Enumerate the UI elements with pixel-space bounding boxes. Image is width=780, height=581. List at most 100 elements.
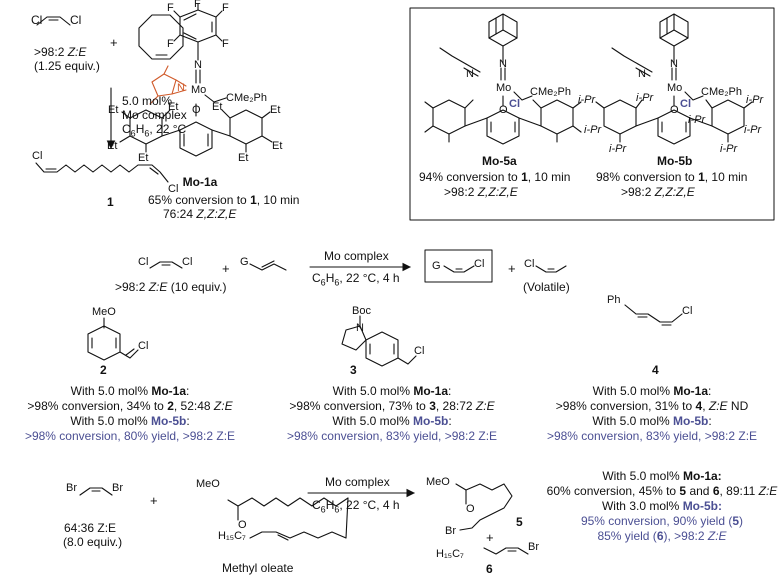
mid-dce-cl-r: Cl bbox=[182, 256, 193, 268]
mo5a-cl: Cl bbox=[509, 98, 520, 110]
bot-cond-1: Mo complex bbox=[325, 475, 390, 489]
ipr-8: i-Pr bbox=[744, 124, 762, 136]
vol-cl: Cl bbox=[524, 258, 535, 270]
cond-solvent: C6H6, 22 °C bbox=[122, 122, 187, 139]
product-2-structure bbox=[87, 317, 139, 361]
mo5b-n: N bbox=[670, 58, 678, 70]
p2-cl: Cl bbox=[138, 340, 149, 352]
oleate-meo: MeO bbox=[196, 478, 220, 490]
mo5a-o: O bbox=[499, 104, 508, 116]
mo1a-structure bbox=[119, 3, 273, 157]
p2-line-3: With 5.0 mol% Mo-5b: bbox=[70, 414, 190, 428]
bot-result-2: 60% conversion, 45% to 5 and 6, 89:11 Z:… bbox=[546, 484, 778, 498]
product-5-structure bbox=[455, 483, 513, 531]
p3-line-1: With 5.0 mol% Mo-1a: bbox=[332, 384, 452, 398]
f-bl: F bbox=[167, 38, 174, 50]
p6-br: Br bbox=[528, 541, 539, 553]
p3-line-2: >98% conversion, 73% to 3, 28:72 Z:E bbox=[289, 399, 495, 413]
p4-line-2: >98% conversion, 31% to 4, Z:E ND bbox=[555, 399, 749, 413]
mo5a-structure bbox=[424, 13, 582, 145]
volatile-label: (Volatile) bbox=[523, 280, 570, 294]
cond-loading: 5.0 mol% bbox=[122, 94, 173, 108]
mo5b-cme2ph: CMe₂Ph bbox=[701, 86, 742, 98]
mo1a-mo: Mo bbox=[191, 84, 207, 96]
dce-equiv: (1.25 equiv.) bbox=[34, 59, 100, 73]
et-6: Et bbox=[270, 104, 281, 116]
mo1a-n: N bbox=[194, 59, 202, 71]
mo5a-n: N bbox=[499, 58, 507, 70]
bot-result-5: 85% yield (6), >98:2 Z:E bbox=[597, 529, 727, 543]
et-4: Et bbox=[138, 152, 149, 164]
ipr-5: i-Pr bbox=[688, 114, 706, 126]
ipr-1: i-Pr bbox=[578, 94, 596, 106]
dbe-br-r: Br bbox=[112, 482, 123, 494]
mo5b-name: Mo-5b bbox=[657, 154, 693, 168]
oleate-label: Methyl oleate bbox=[222, 561, 294, 575]
p2-line-4: >98% conversion, 80% yield, >98:2 Z:E bbox=[24, 429, 236, 443]
catalyst-panel-frame bbox=[409, 7, 775, 221]
p5-meo: MeO bbox=[426, 476, 450, 488]
product-1-structure bbox=[35, 162, 169, 183]
et-7: Et bbox=[238, 152, 249, 164]
mid-g: G bbox=[240, 256, 249, 268]
mid-plus-2: + bbox=[508, 261, 516, 276]
mo5b-structure bbox=[595, 13, 753, 145]
ipr-4: i-Pr bbox=[609, 143, 627, 155]
pyrrole-n: N bbox=[177, 82, 185, 94]
methyl-oleate-structure bbox=[227, 497, 349, 541]
mo5b-mo: Mo bbox=[667, 82, 683, 94]
box-cl: Cl bbox=[474, 258, 485, 270]
mid-dce-cl-l: Cl bbox=[138, 256, 149, 268]
product-6-structure bbox=[483, 547, 529, 555]
product-4-label: 4 bbox=[652, 363, 659, 377]
mo1a-cme2ph: CMe₂Ph bbox=[226, 92, 267, 104]
p2-meo: MeO bbox=[92, 306, 116, 318]
mo5a-mo: Mo bbox=[496, 82, 512, 94]
mo5b-cl: Cl bbox=[680, 98, 691, 110]
product-3-label: 3 bbox=[350, 363, 357, 377]
box-g: G bbox=[432, 260, 441, 272]
mid-dce-ratio: >98:2 Z:E (10 equiv.) bbox=[115, 280, 227, 294]
oleate-o: O bbox=[238, 519, 247, 531]
bot-result-4: 95% conversion, 90% yield (5) bbox=[580, 514, 744, 528]
mo1a-name: Mo-1a bbox=[182, 175, 218, 189]
mo5b-result-1: 98% conversion to 1, 10 min bbox=[596, 170, 748, 184]
mo5b-nitrile-n: N bbox=[638, 68, 646, 80]
f-br: F bbox=[222, 38, 229, 50]
bot-result-1: With 5.0 mol% Mo-1a: bbox=[602, 469, 722, 483]
middle-dce-structure bbox=[149, 261, 183, 269]
product-1-label: 1 bbox=[107, 195, 114, 209]
p4-line-3: With 5.0 mol% Mo-5b: bbox=[592, 414, 712, 428]
mo5a-cme2ph: CMe₂Ph bbox=[530, 86, 571, 98]
mo5b-o: O bbox=[670, 104, 679, 116]
bottom-plus: + bbox=[150, 493, 158, 508]
bot-result-3: With 3.0 mol% Mo-5b: bbox=[601, 499, 723, 513]
p4-line-4: >98% conversion, 83% yield, >98:2 Z:E bbox=[546, 429, 758, 443]
mo5a-name: Mo-5a bbox=[482, 154, 517, 168]
mo5b-result-2: >98:2 Z,Z:Z,E bbox=[621, 185, 695, 199]
et-3: Et bbox=[107, 140, 118, 152]
f-tl: F bbox=[167, 2, 174, 14]
p2-line-2: >98% conversion, 34% to 2, 52:48 Z:E bbox=[27, 399, 233, 413]
p3-line-4: >98% conversion, 83% yield, >98:2 Z:E bbox=[286, 429, 498, 443]
bottom-plus-2: + bbox=[486, 530, 494, 545]
p2-line-1: With 5.0 mol% Mo-1a: bbox=[70, 384, 190, 398]
product-5-label: 5 bbox=[516, 515, 523, 529]
et-5: Et bbox=[212, 101, 223, 113]
ipr-6: i-Pr bbox=[746, 94, 764, 106]
dce-cl-left: Cl bbox=[31, 13, 43, 27]
et-1: Et bbox=[108, 104, 119, 116]
mid-plus: + bbox=[222, 261, 230, 276]
p4-line-1: With 5.0 mol% Mo-1a: bbox=[592, 384, 712, 398]
mid-cond-1: Mo complex bbox=[324, 249, 389, 263]
p3-cl: Cl bbox=[414, 345, 425, 357]
p3-boc: Boc bbox=[352, 305, 371, 317]
cond-complex: Mo complex bbox=[122, 108, 187, 122]
ipr-7: i-Pr bbox=[720, 143, 738, 155]
oleate-h15c7: H₁₅C₇ bbox=[218, 530, 246, 542]
p4-ph: Ph bbox=[607, 294, 621, 306]
volatile-structure bbox=[535, 265, 567, 273]
dce-cl-right: Cl bbox=[70, 13, 82, 27]
